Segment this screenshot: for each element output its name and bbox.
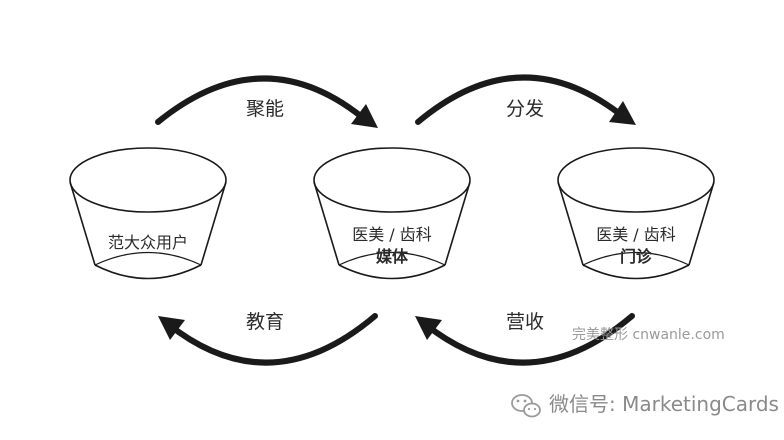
arrow-bottom-left — [158, 313, 378, 366]
arrow-label-bottom-left: 教育 — [246, 311, 284, 333]
bucket-mass-users — [69, 147, 227, 280]
wechat-logo-icon — [511, 394, 541, 418]
arrow-label-top-right: 分发 — [506, 98, 544, 120]
site-watermark: 完美整形 cnwanle.com — [572, 327, 725, 343]
arrow-top-right — [415, 74, 636, 125]
bucket-2-label-line2: 媒体 — [376, 247, 409, 266]
bucket-media — [313, 147, 471, 280]
bucket-1-label: 范大众用户 — [108, 233, 188, 252]
arrow-label-bottom-right: 营收 — [506, 311, 544, 333]
arrow-top-left — [155, 75, 378, 128]
arrow-bottom-right — [415, 313, 635, 366]
wechat-id-watermark: 微信号: MarketingCards — [549, 392, 779, 416]
bucket-2-label-line1: 医美 / 齿科 — [352, 225, 432, 244]
bucket-3-label-line2: 门诊 — [620, 247, 653, 266]
bucket-clinic — [557, 147, 715, 280]
arrow-label-top-left: 聚能 — [246, 98, 284, 120]
bucket-3-label-line1: 医美 / 齿科 — [596, 225, 676, 244]
